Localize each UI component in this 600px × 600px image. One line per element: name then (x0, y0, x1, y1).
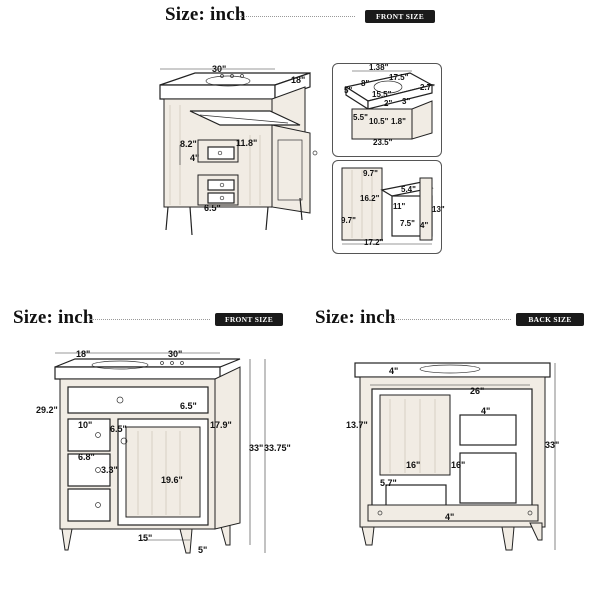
back-dim-low: 5.7" (380, 478, 397, 488)
sink-dim-k: 1.8" (391, 117, 406, 126)
sink-dim-h: 3" (402, 97, 411, 106)
top-dim-d2: 11.8" (236, 138, 258, 148)
drawer-dim-g: 7.5" (400, 219, 415, 228)
front-dim-width: 30" (168, 349, 183, 359)
top-heading: Size: inch (165, 4, 246, 25)
top-drawer-detail-drawing (341, 167, 434, 245)
sink-dim-d: 8" (361, 79, 370, 88)
sink-dim-i: 5.5" (353, 113, 368, 122)
back-dim-top: 4" (389, 366, 399, 376)
back-dim-right-small: 4" (481, 406, 491, 416)
top-dim-width: 30" (212, 64, 227, 74)
back-dim-shelf-w2: 16" (451, 460, 466, 470)
sink-dim-l: 23.5" (373, 138, 393, 147)
sink-dim-f: 2.7" (420, 83, 435, 92)
front-dim-h-total: 33" (249, 443, 264, 453)
front-dim-gap: 6.5" (110, 424, 127, 434)
front-dim-door-h: 19.6" (161, 475, 183, 485)
sink-dim-g: 2" (384, 99, 393, 108)
top-sink-detail-drawing (344, 70, 434, 140)
front-size-badge: FRONT SIZE (215, 313, 283, 326)
back-heading-rule (393, 319, 511, 320)
back-dim-bottom: 4" (445, 512, 455, 522)
front-heading: Size: inch (13, 307, 94, 328)
top-dim-depth: 18" (291, 75, 306, 85)
front-dim-h-total2: 33.75" (264, 443, 291, 453)
drawer-dim-e: 13" (432, 205, 445, 214)
front-dim-base-w: 15" (138, 533, 153, 543)
front-dim-gap2: 3.3" (101, 465, 118, 475)
top-heading-rule (240, 16, 355, 17)
top-dim-d4: 6.5" (204, 203, 221, 213)
drawer-dim-i: 17.2" (364, 238, 384, 247)
drawer-dim-b: 5.4" (401, 185, 416, 194)
drawer-dim-h: 4" (420, 221, 429, 230)
drawer-dim-d: 11" (393, 202, 406, 211)
back-dim-width: 26" (470, 386, 485, 396)
front-dim-leg-h: 5" (198, 545, 208, 555)
back-dim-h-left: 13.7" (346, 420, 368, 430)
sink-dim-b: 17.5" (389, 73, 409, 82)
front-dim-top-h: 6.5" (180, 401, 197, 411)
front-dim-inner-h: 17.9" (210, 420, 232, 430)
front-heading-rule (90, 319, 210, 320)
front-dim-h1: 29.2" (36, 405, 58, 415)
front-dim-depth: 18" (76, 349, 91, 359)
sink-dim-e: 15.5" (372, 90, 392, 99)
back-dim-h-right: 33" (545, 440, 560, 450)
back-size-badge: BACK SIZE (516, 313, 584, 326)
top-dim-d1: 8.2" (180, 139, 197, 149)
drawer-dim-c: 16.2" (360, 194, 380, 203)
front-dim-drawer-w: 10" (78, 420, 93, 430)
back-heading: Size: inch (315, 307, 396, 328)
sink-dim-j: 10.5" (369, 117, 389, 126)
top-dim-d3: 4" (190, 153, 200, 163)
back-dim-shelf-w: 16" (406, 460, 421, 470)
top-front-size-badge: FRONT SIZE (365, 10, 435, 23)
top-vanity-drawing (159, 68, 318, 236)
front-vanity-drawing (54, 352, 266, 554)
back-vanity-drawing (354, 362, 556, 551)
front-dim-drawer-w2: 6.8" (78, 452, 95, 462)
sink-dim-c: 5" (344, 86, 353, 95)
drawer-dim-f: 9.7" (341, 216, 356, 225)
sink-dim-a: 1.38" (369, 63, 389, 72)
drawer-dim-a: 9.7" (363, 169, 378, 178)
